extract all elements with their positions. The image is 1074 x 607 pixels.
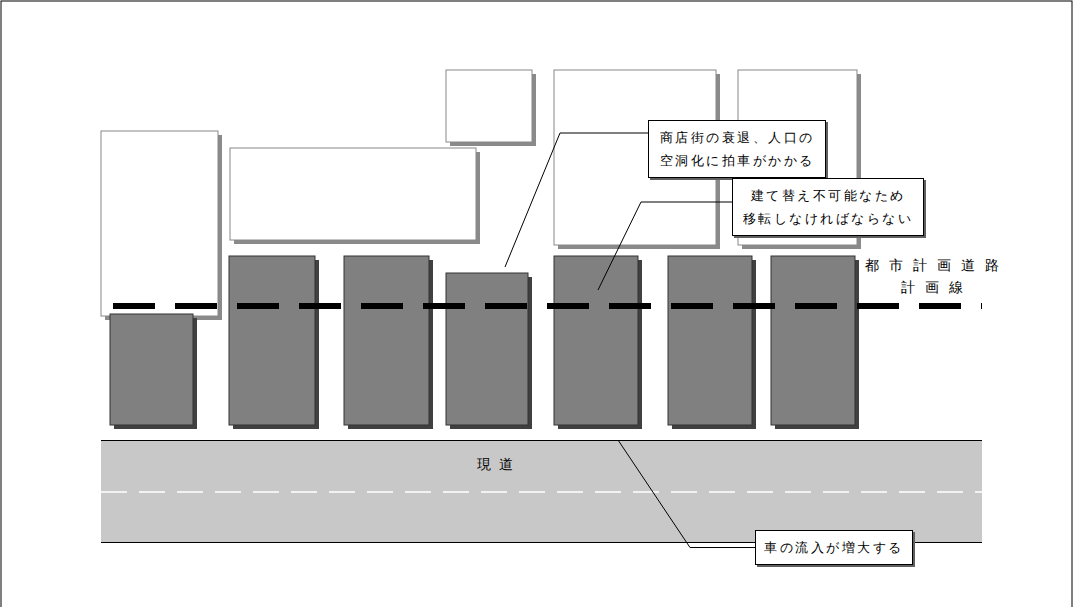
callout-box: 商店街の衰退、人口の 空洞化に拍車がかかる [648, 120, 826, 178]
front-building [771, 256, 855, 425]
front-building [554, 256, 638, 425]
road-name: 現道 [477, 453, 521, 476]
callout-box: 車の流入が増大する [755, 530, 913, 565]
callout-box: 建て替え不可能なため 移転しなければならない [732, 178, 924, 236]
leader-line [505, 133, 650, 267]
road-band: 現道 [101, 440, 982, 543]
leader-connector [618, 440, 755, 548]
rear-building [101, 131, 218, 316]
front-building [446, 273, 528, 425]
front-building [229, 256, 315, 425]
road-plan-label: 都市計画道路 計画線 [862, 254, 1012, 298]
leader-line [598, 202, 732, 290]
front-building [344, 256, 429, 425]
callout-text: 建て替え不可能なため 移転しなければならない [741, 184, 915, 230]
front-building [668, 256, 752, 425]
road-centre-line [101, 491, 982, 493]
rear-building [446, 70, 532, 142]
callout-text: 商店街の衰退、人口の 空洞化に拍車がかかる [657, 126, 817, 172]
planned-road-line [113, 303, 982, 309]
callout-text: 車の流入が増大する [764, 536, 904, 559]
rear-building [230, 148, 476, 240]
road-surface [101, 440, 982, 543]
front-building [110, 314, 193, 425]
